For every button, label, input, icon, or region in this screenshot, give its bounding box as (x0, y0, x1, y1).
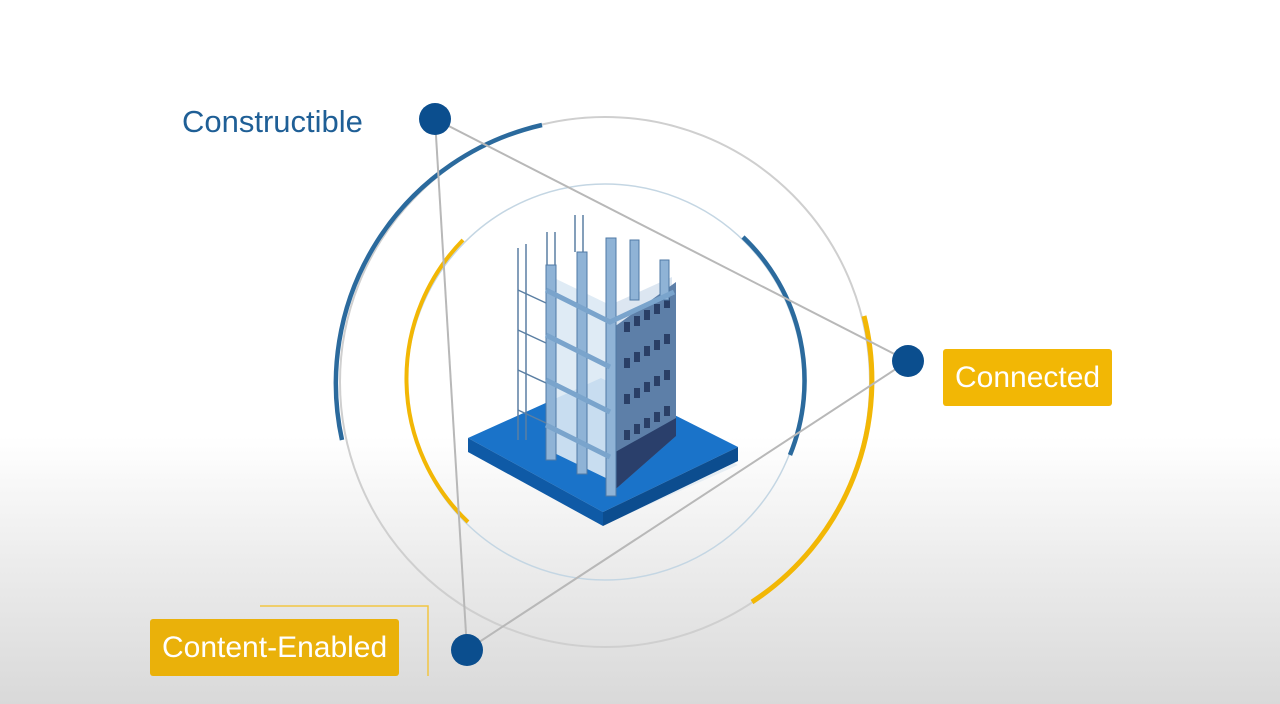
badge-content-enabled: Content-Enabled (150, 619, 400, 676)
node-content-enabled (451, 634, 483, 666)
line-connected-content (466, 360, 909, 651)
outer-gold-arc (750, 315, 875, 605)
building-under-construction-icon (468, 215, 738, 526)
node-connected (892, 345, 924, 377)
node-constructible (419, 103, 451, 135)
inner-blue-arc (741, 235, 807, 456)
line-content-constructible (434, 118, 468, 651)
inner-gold-arc (404, 238, 470, 524)
badge-connected: Connected (943, 349, 1113, 406)
line-constructible-connected (434, 118, 909, 362)
content-bracket (260, 605, 429, 676)
label-constructible: Constructible (182, 104, 363, 139)
